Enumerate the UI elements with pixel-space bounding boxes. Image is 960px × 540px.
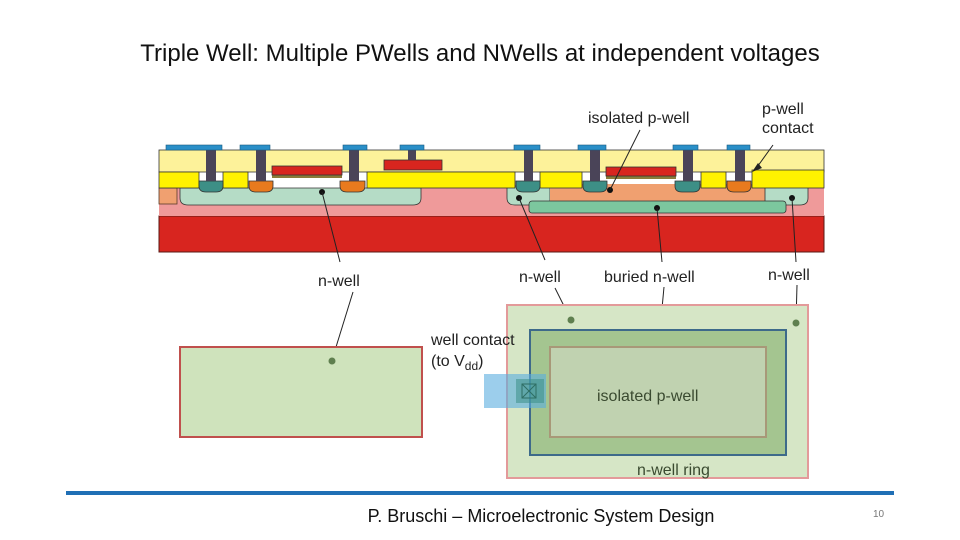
label-n-well-right: n-well bbox=[768, 267, 810, 284]
well-contact-diffusion bbox=[516, 379, 544, 403]
page-number: 10 bbox=[873, 509, 885, 520]
contact-via bbox=[349, 150, 359, 181]
n-plus-diffusion bbox=[198, 180, 224, 193]
standalone-n-well-layout bbox=[179, 346, 423, 438]
label-isolated-p-well: isolated p-well bbox=[588, 110, 689, 127]
n-well-ring-right bbox=[764, 185, 809, 206]
poly-gate bbox=[383, 159, 443, 171]
contact-cut-icon bbox=[521, 383, 537, 399]
contact-via bbox=[256, 150, 266, 181]
contact-via bbox=[524, 150, 533, 181]
metal-contact bbox=[513, 144, 541, 151]
p-plus-diffusion bbox=[339, 180, 366, 193]
contact-via bbox=[683, 150, 693, 181]
n-well-left bbox=[179, 187, 422, 206]
n-plus-diffusion bbox=[515, 180, 541, 193]
field-oxide bbox=[366, 171, 516, 189]
gate-oxide bbox=[272, 175, 342, 178]
field-oxide bbox=[700, 171, 727, 189]
label-p-well-contact-2: contact bbox=[762, 120, 814, 137]
label-buried-n-well: buried n-well bbox=[604, 269, 695, 286]
contact-via bbox=[206, 150, 216, 181]
metal-contact bbox=[342, 144, 368, 151]
gate-oxide bbox=[606, 176, 676, 179]
field-oxide bbox=[158, 171, 200, 189]
marker-dot bbox=[328, 357, 336, 365]
label-p-well-contact-1: p-well bbox=[762, 101, 804, 118]
metal-contact bbox=[165, 144, 223, 151]
label-well-contact-2: (to Vdd) bbox=[431, 353, 483, 373]
metal-contact bbox=[726, 144, 751, 151]
contact-via bbox=[590, 150, 600, 181]
contact-via bbox=[408, 150, 416, 160]
metal-contact bbox=[239, 144, 271, 151]
n-plus-diffusion bbox=[582, 180, 608, 193]
p-plus-diffusion bbox=[726, 180, 752, 193]
field-oxide bbox=[539, 171, 583, 189]
label-n-well-left: n-well bbox=[318, 273, 360, 290]
arrow-head bbox=[752, 163, 762, 172]
poly-gate bbox=[605, 166, 677, 177]
label-well-contact-1: well contact bbox=[430, 332, 515, 349]
metal-contact bbox=[672, 144, 699, 151]
metal-contact bbox=[577, 144, 607, 151]
cross-section bbox=[158, 144, 825, 253]
isolated-p-well-layout bbox=[549, 346, 767, 438]
marker-dot bbox=[792, 319, 800, 327]
label-n-well-middle: n-well bbox=[519, 269, 561, 286]
n-plus-diffusion bbox=[674, 180, 701, 193]
contact-via bbox=[735, 150, 745, 181]
p-plus-diffusion bbox=[248, 180, 274, 193]
label-n-well-ring: n-well ring bbox=[637, 462, 710, 479]
footer-text: P. Bruschi – Microelectronic System Desi… bbox=[367, 506, 715, 526]
field-oxide bbox=[751, 169, 825, 189]
footer-accent-bar bbox=[66, 491, 894, 495]
p-substrate bbox=[158, 215, 825, 253]
poly-gate bbox=[271, 165, 343, 176]
slide-title: Triple Well: Multiple PWells and NWells … bbox=[140, 40, 820, 67]
marker-dot bbox=[567, 316, 575, 324]
metal-contact bbox=[399, 144, 425, 151]
label-isolated-p-well-layout: isolated p-well bbox=[597, 388, 698, 405]
field-oxide bbox=[222, 171, 249, 189]
p-well-left-edge bbox=[158, 187, 178, 205]
